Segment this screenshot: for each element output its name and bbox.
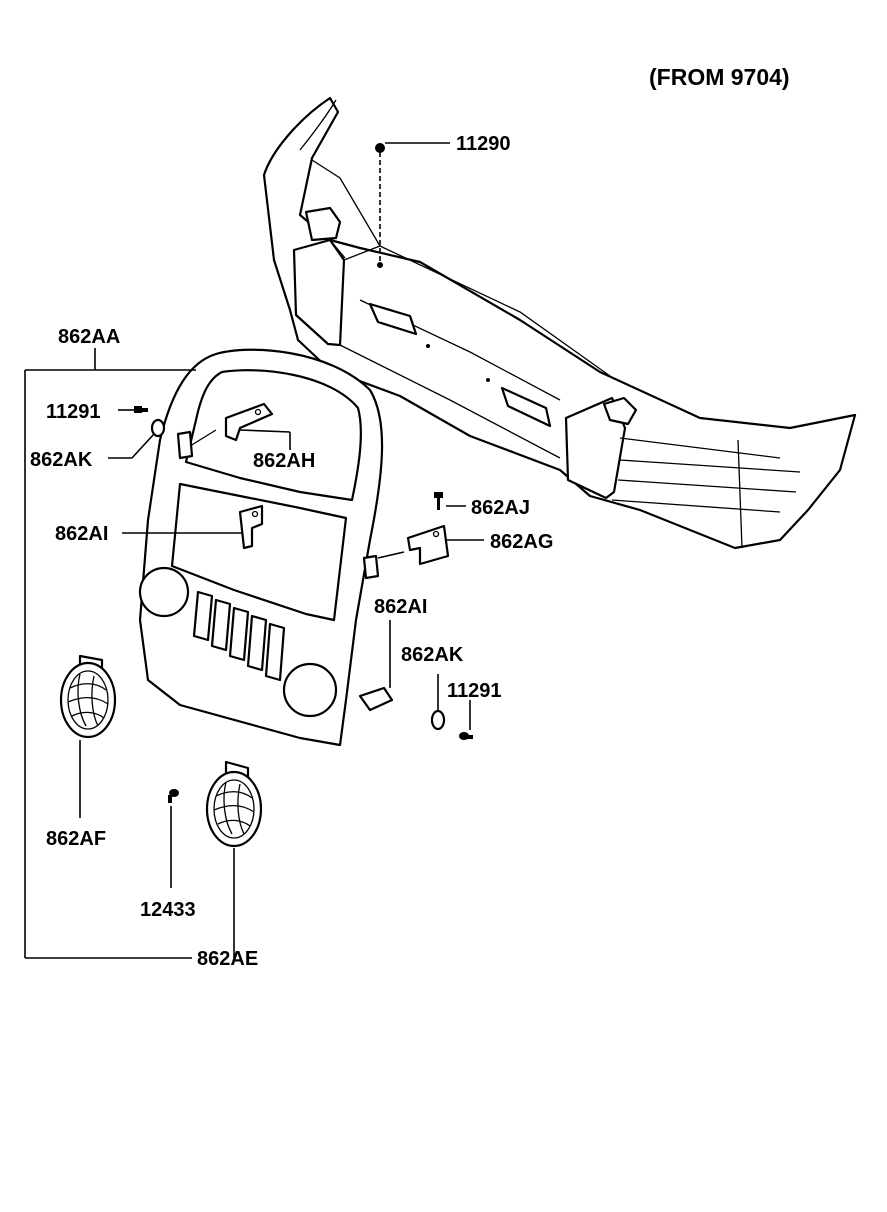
washer-862AK-right xyxy=(430,674,446,731)
label-862AJ: 862AJ xyxy=(471,497,530,519)
label-862AK-left: 862AK xyxy=(30,449,93,471)
label-11291-right: 11291 xyxy=(447,680,502,702)
label-11291-left: 11291 xyxy=(46,401,101,423)
bolt-862AJ xyxy=(434,492,466,510)
label-862AH: 862AH xyxy=(253,450,315,472)
bracket-862AH xyxy=(224,402,291,450)
label-862AF: 862AF xyxy=(46,828,106,850)
front-bumper xyxy=(262,96,857,550)
label-862AG: 862AG xyxy=(490,531,553,553)
label-862AI-left: 862AI xyxy=(55,523,108,545)
bracket-862AG xyxy=(377,524,484,566)
from-note: (FROM 9704) xyxy=(649,64,790,90)
bracket-862AI-center xyxy=(122,504,264,550)
label-11290: 11290 xyxy=(456,133,511,155)
label-862AI-right: 862AI xyxy=(374,596,427,618)
radiator-grille xyxy=(138,348,394,747)
lamp-cover-862AE xyxy=(205,760,263,958)
label-862AE: 862AE xyxy=(197,948,258,970)
screw-12433 xyxy=(168,789,179,888)
label-862AK-right: 862AK xyxy=(401,644,464,666)
label-12433: 12433 xyxy=(140,899,196,921)
screw-11291-left xyxy=(118,406,148,413)
washer-862AK-left xyxy=(108,418,166,459)
assembly-bracket-862AA xyxy=(24,348,196,959)
lamp-cover-862AF xyxy=(59,654,117,818)
bolt-11290 xyxy=(375,142,450,268)
screw-11291-right xyxy=(459,700,473,740)
label-862AA: 862AA xyxy=(58,326,120,348)
